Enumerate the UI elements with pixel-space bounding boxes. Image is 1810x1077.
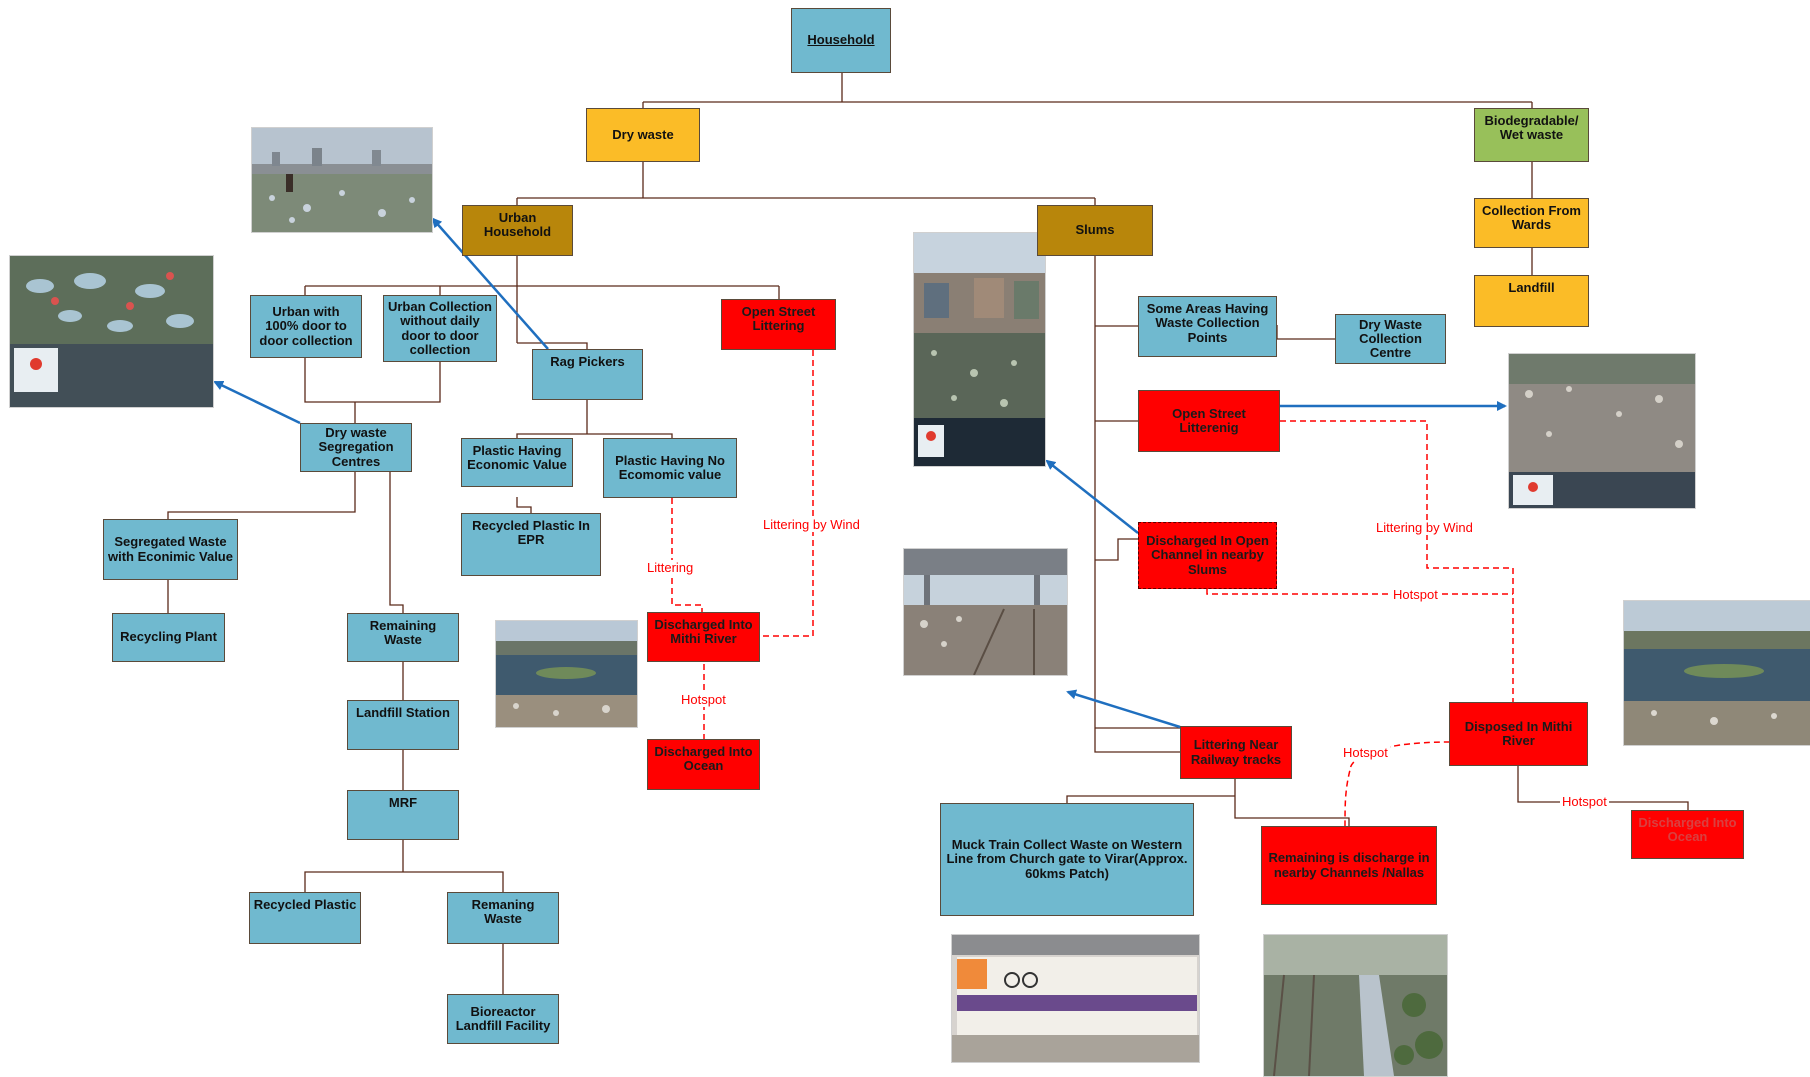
- muck-train-box: Muck Train Collect Waste on Western Line…: [940, 803, 1194, 916]
- photo-beach-plastic: [251, 127, 433, 233]
- photo-railway-tracks: [903, 548, 1068, 676]
- discharged-open-channel-box: Discharged In Open Channel in nearby Slu…: [1138, 522, 1277, 589]
- landfill-box: Landfill: [1474, 275, 1589, 327]
- hotspot-label-ocean: Hotspot: [1560, 794, 1609, 809]
- hotspot-label-channel: Hotspot: [1391, 587, 1440, 602]
- dry-waste-box: Dry waste: [586, 108, 700, 162]
- plastic-economic-value-box: Plastic Having Economic Value: [461, 438, 573, 487]
- photo-open-ground-litter: [1508, 353, 1696, 509]
- remaining-waste-box: Remaining Waste: [347, 613, 459, 662]
- photo-nallah-tracks: [1263, 934, 1448, 1077]
- plastic-no-economic-value-box: Plastic Having No Ecomomic value: [603, 438, 737, 498]
- remaning-waste-box: Remaning Waste: [447, 892, 559, 944]
- bioreactor-landfill-box: Bioreactor Landfill Facility: [447, 994, 559, 1044]
- littering-by-wind-label-left: Littering by Wind: [761, 517, 862, 532]
- recycled-plastic-box: Recycled Plastic: [249, 892, 361, 944]
- littering-by-wind-label-right: Littering by Wind: [1374, 520, 1475, 535]
- recycled-plastic-epr-box: Recycled Plastic In EPR: [461, 513, 601, 576]
- photo-slum-drain: [913, 232, 1046, 467]
- slums-box: Slums: [1037, 205, 1153, 256]
- disposed-in-mithi-box: Disposed In Mithi River: [1449, 702, 1588, 766]
- mrf-box: MRF: [347, 790, 459, 840]
- landfill-station-box: Landfill Station: [347, 700, 459, 750]
- photo-river-right: [1623, 600, 1810, 746]
- photo-muck-train: [951, 934, 1200, 1063]
- photo-plastic-bottles-pile: [9, 255, 214, 408]
- remaining-discharge-nallas-box: Remaining is discharge in nearby Channel…: [1261, 826, 1437, 905]
- rag-pickers-box: Rag Pickers: [532, 349, 643, 400]
- discharged-into-ocean-right-box: Discharged Into Ocean: [1631, 810, 1744, 859]
- some-areas-collection-points-box: Some Areas Having Waste Collection Point…: [1138, 296, 1277, 357]
- dry-waste-segregation-centres-box: Dry waste Segregation Centres: [300, 423, 412, 472]
- open-street-littering-box: Open Street Littering: [721, 299, 836, 350]
- segregated-waste-economic-value-box: Segregated Waste with Econimic Value: [103, 519, 238, 580]
- household-label: Household: [807, 32, 875, 48]
- recycling-plant-box: Recycling Plant: [112, 613, 225, 662]
- open-street-litterenig-box: Open Street Litterenig: [1138, 390, 1280, 452]
- discharged-into-ocean-left-box: Discharged Into Ocean: [647, 739, 760, 790]
- littering-near-railway-box: Littering Near Railway tracks: [1180, 726, 1292, 779]
- urban-household-box: Urban Household: [462, 205, 573, 256]
- urban-no-daily-collection-box: Urban Collection without daily door to d…: [383, 295, 497, 362]
- wet-waste-box: Biodegradable/ Wet waste: [1474, 108, 1589, 162]
- collection-from-wards-box: Collection From Wards: [1474, 198, 1589, 248]
- photo-river-left: [495, 620, 638, 728]
- hotspot-label-left: Hotspot: [679, 692, 728, 707]
- littering-label: Littering: [645, 560, 696, 575]
- hotspot-label-railway: Hotspot: [1341, 745, 1390, 760]
- household-box: Household: [791, 8, 891, 73]
- dry-waste-collection-centre-box: Dry Waste Collection Centre: [1335, 314, 1446, 364]
- urban-100-door-to-door-box: Urban with 100% door to door collection: [250, 295, 362, 358]
- discharged-into-mithi-box: Discharged Into Mithi River: [647, 612, 760, 662]
